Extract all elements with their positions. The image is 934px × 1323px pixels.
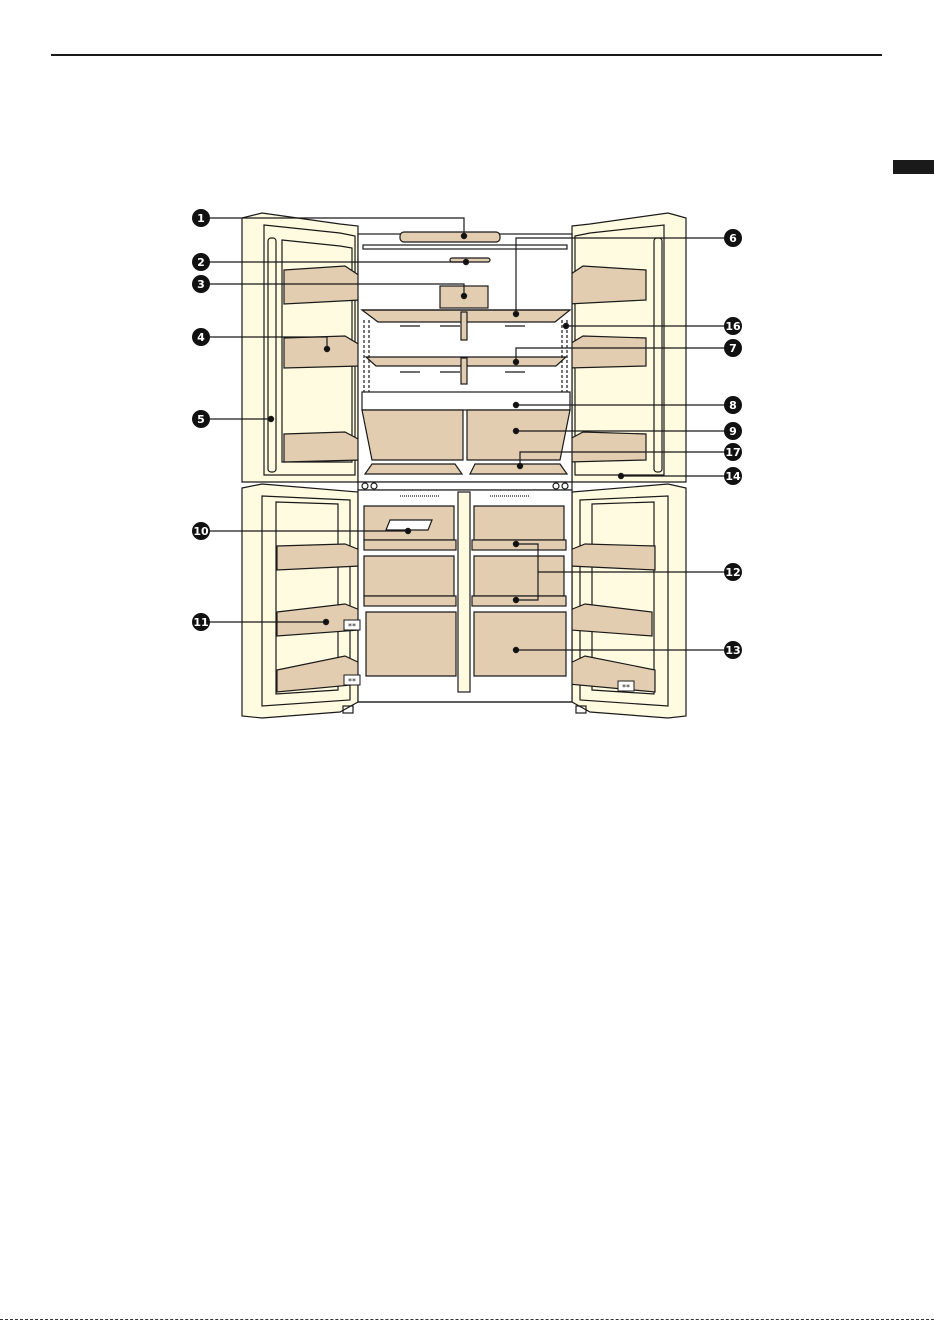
callout-number: 13 — [725, 644, 740, 657]
callout-marker: 8 — [724, 396, 742, 414]
callout-marker: 1 — [192, 209, 210, 227]
callout-number: 14 — [725, 470, 741, 483]
callout-marker: 13 — [724, 641, 742, 659]
shelf-divider-clip — [461, 358, 467, 384]
callout-number: 17 — [725, 446, 740, 459]
callout-leader-dot — [513, 359, 518, 364]
callout-number: 16 — [725, 320, 741, 333]
svg-text:**: ** — [622, 683, 630, 692]
callout-number: 12 — [725, 566, 740, 579]
callout-leader-dot — [513, 541, 518, 546]
callout-number: 8 — [729, 399, 737, 412]
freezer-center-post — [458, 492, 470, 692]
door-gasket-strip — [268, 238, 276, 472]
callout-leader-dot — [461, 233, 466, 238]
callout-number: 3 — [197, 278, 205, 291]
freezer-drawer-right-middle — [474, 556, 564, 596]
callout-marker: 3 — [192, 275, 210, 293]
door-bin — [568, 432, 646, 462]
door-bin — [568, 266, 646, 304]
callout-leader-dot — [324, 346, 329, 351]
callout-number: 2 — [197, 256, 205, 269]
freezer-drawer-left-middle — [364, 556, 454, 596]
callout-leader-dot — [323, 619, 328, 624]
callout-marker: 4 — [192, 328, 210, 346]
callout-marker: 2 — [192, 253, 210, 271]
callout-marker: 5 — [192, 410, 210, 428]
drawer-handle-bar — [364, 596, 456, 606]
callout-marker: 17 — [724, 443, 742, 461]
svg-text:**: ** — [348, 677, 356, 686]
callout-leader-dot — [513, 311, 518, 316]
door-bin — [284, 336, 360, 368]
callout-marker: 11 — [192, 613, 210, 631]
freezer-star-icon: ** — [344, 620, 360, 631]
callout-number: 1 — [197, 212, 205, 225]
door-bin — [277, 544, 360, 570]
callout-leader-dot — [618, 473, 623, 478]
callout-number: 10 — [193, 525, 209, 538]
callout-leader-dot — [513, 402, 518, 407]
callout-marker: 12 — [724, 563, 742, 581]
callout-marker: 10 — [192, 522, 210, 540]
callout-number: 11 — [193, 616, 208, 629]
callout-number: 4 — [197, 331, 205, 344]
freezer-drawer-right-bottom — [474, 612, 566, 676]
door-gasket-strip — [654, 238, 662, 472]
callout-leader-dot — [461, 293, 466, 298]
door-bin — [570, 544, 655, 570]
freezer-star-icon: ** — [344, 675, 360, 686]
callout-leader-dot — [513, 428, 518, 433]
callout-number: 6 — [729, 232, 737, 245]
drawer-handle-bar — [364, 540, 456, 550]
callout-number: 7 — [729, 342, 737, 355]
bottom-tray-left — [365, 464, 462, 474]
callout-number: 5 — [197, 413, 205, 426]
callout-leader-dot — [517, 463, 522, 468]
shelf-divider-clip — [461, 312, 467, 340]
callout-leader-dot — [463, 259, 468, 264]
callout-marker: 14 — [724, 467, 742, 485]
cabinet-top-light — [400, 232, 500, 242]
callout-marker: 9 — [724, 422, 742, 440]
freezer-star-icon: ** — [618, 681, 634, 692]
crisper-drawer-left — [362, 410, 463, 460]
freezer-drawer-left-bottom — [366, 612, 456, 676]
callout-marker: 6 — [724, 229, 742, 247]
callout-leader-dot — [513, 647, 518, 652]
door-bin — [284, 266, 360, 304]
callout-marker: 7 — [724, 339, 742, 357]
freezer-drawer-right-top — [474, 506, 564, 540]
door-bin — [568, 336, 646, 368]
svg-text:**: ** — [348, 622, 356, 631]
callout-leader-dot — [563, 323, 568, 328]
callout-number: 9 — [729, 425, 737, 438]
callout-marker: 16 — [724, 317, 742, 335]
callout-leader-dot — [405, 528, 410, 533]
callout-leader-dot — [513, 597, 518, 602]
door-bin — [284, 432, 360, 462]
middle-divider — [358, 482, 572, 490]
callout-leader-dot — [268, 416, 273, 421]
